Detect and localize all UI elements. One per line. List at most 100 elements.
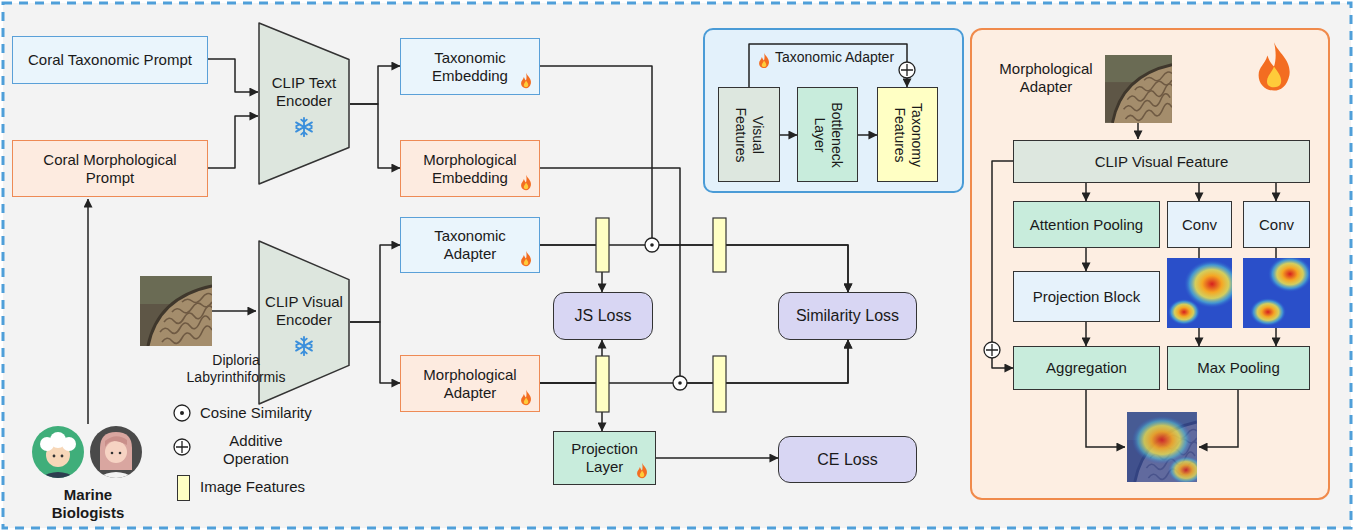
additive-symbol xyxy=(174,439,190,455)
bottleneck-box: Bottleneck Layer xyxy=(797,87,858,182)
output-arrow xyxy=(1086,390,1125,447)
conv-box: Conv xyxy=(1167,201,1232,248)
flame-icon xyxy=(519,389,533,406)
feature-box: Taxonomy Features xyxy=(877,87,938,182)
heatmap xyxy=(1127,412,1197,482)
panel-title: Morphological Adapter xyxy=(990,60,1102,96)
connector-arrow xyxy=(858,134,877,136)
conv-box: Conv xyxy=(1243,201,1310,248)
box-label: JS Loss xyxy=(575,306,632,325)
loss-box: Similarity Loss xyxy=(778,292,917,340)
box-label: Max Pooling xyxy=(1197,359,1280,377)
loss-box: CE Loss xyxy=(778,436,917,483)
box-label: Taxonomic Embedding xyxy=(407,49,533,85)
projection-box: Projection Block xyxy=(1013,271,1160,322)
embedding-box: Taxonomic Embedding xyxy=(400,38,540,95)
feature-bar xyxy=(713,218,726,272)
coral-photo xyxy=(1105,55,1174,123)
biologist-avatar xyxy=(32,426,84,482)
image-arrow xyxy=(212,310,256,312)
group-label: Marine Biologists xyxy=(36,486,140,522)
flame-icon xyxy=(519,250,533,267)
box-label: Morphological Embedding xyxy=(407,151,533,187)
connector-arrow xyxy=(1275,183,1277,201)
panel-fill xyxy=(703,28,964,193)
box-label: Taxonomic Adapter xyxy=(407,227,533,263)
flame-icon xyxy=(635,462,649,479)
prompt-box: Coral Morphological Prompt xyxy=(12,140,208,197)
connector-arrow xyxy=(208,116,258,168)
panel-title: Taxonomic Adapter xyxy=(775,49,905,66)
connector-arrow xyxy=(540,340,602,383)
flame-icon xyxy=(759,53,769,68)
connector-arrow xyxy=(540,383,602,431)
connector-arrow xyxy=(1085,248,1087,271)
box-label: Taxonomy Features xyxy=(891,93,925,177)
heatmap xyxy=(1243,258,1310,328)
connector-arrow xyxy=(540,245,602,292)
adapter-box: Morphological Adapter xyxy=(400,355,540,412)
loss-box: JS Loss xyxy=(553,292,653,340)
snowflake-icon xyxy=(293,116,315,138)
feature-bar xyxy=(713,356,726,412)
connector-arrow xyxy=(540,340,848,383)
prompt-box: Coral Taxonomic Prompt xyxy=(12,36,208,84)
box-label: Similarity Loss xyxy=(796,306,899,325)
legend-label: Image Features xyxy=(200,478,305,496)
connector-arrow xyxy=(540,245,848,292)
box-label: CLIP Text Encoder xyxy=(264,74,344,110)
embedding-box: Morphological Embedding xyxy=(400,140,540,197)
dashed-frame xyxy=(3,3,1351,528)
box-label: Bottleneck Layer xyxy=(811,93,845,177)
feature-bar xyxy=(596,356,609,412)
connector-arrow xyxy=(656,457,778,459)
coral-photo xyxy=(140,276,214,346)
box-label: Aggregation xyxy=(1046,359,1127,377)
adapter-panel: Taxonomic AdapterVisual Features Bottlene… xyxy=(703,28,964,193)
connector-arrow xyxy=(1085,322,1087,346)
connector-arrow xyxy=(540,168,848,383)
aggregation-box: Aggregation xyxy=(1013,346,1160,390)
legend-label: Additive Operation xyxy=(196,432,316,468)
box-label: Coral Taxonomic Prompt xyxy=(28,51,192,69)
connector-arrow xyxy=(350,322,400,383)
adapter-box: Taxonomic Adapter xyxy=(400,217,540,273)
heatmap xyxy=(1167,258,1232,328)
connector-arrow xyxy=(780,134,797,136)
pooling-box: Attention Pooling xyxy=(1013,201,1160,248)
additive-symbol xyxy=(984,342,1000,358)
connector-arrow xyxy=(1198,183,1200,201)
box-label: Conv xyxy=(1182,216,1217,234)
adapter-panel: Morphological AdapterCLIP Visual Feature… xyxy=(970,28,1330,500)
encoder-trapezoid: CLIP Text Encoder xyxy=(258,22,350,185)
snowflake-icon xyxy=(293,335,315,357)
box-label: Visual Features xyxy=(732,93,766,177)
box-label: Morphological Adapter xyxy=(407,366,533,402)
output-arrow xyxy=(1199,390,1238,447)
legend-label: Cosine Similarity xyxy=(200,404,312,422)
specimen-label: Diploria Labyrinthiformis xyxy=(180,352,292,386)
connector-arrow xyxy=(208,59,258,92)
cosine-symbol xyxy=(673,376,687,390)
box-label: Projection Layer xyxy=(560,440,649,476)
biologist-avatar xyxy=(90,426,142,482)
projection-box: Projection Layer xyxy=(553,431,656,485)
connector-arrow xyxy=(749,44,907,87)
box-label: Conv xyxy=(1259,216,1294,234)
flame-icon xyxy=(519,72,533,89)
box-label: CLIP Visual Feature xyxy=(1095,153,1229,171)
cosine-symbol xyxy=(174,405,190,421)
connector-arrow xyxy=(992,161,1013,368)
legend-swatch xyxy=(177,475,190,501)
feature-box: Visual Features xyxy=(718,87,780,182)
box-label: Attention Pooling xyxy=(1030,216,1143,234)
connector-arrow xyxy=(350,66,400,104)
cosine-symbol xyxy=(645,238,659,252)
box-label: Projection Block xyxy=(1033,288,1141,306)
flame-icon xyxy=(1259,42,1290,90)
box-label: Coral Morphological Prompt xyxy=(19,151,201,187)
panel-fill xyxy=(970,28,1330,500)
image-arrow xyxy=(1137,123,1139,139)
